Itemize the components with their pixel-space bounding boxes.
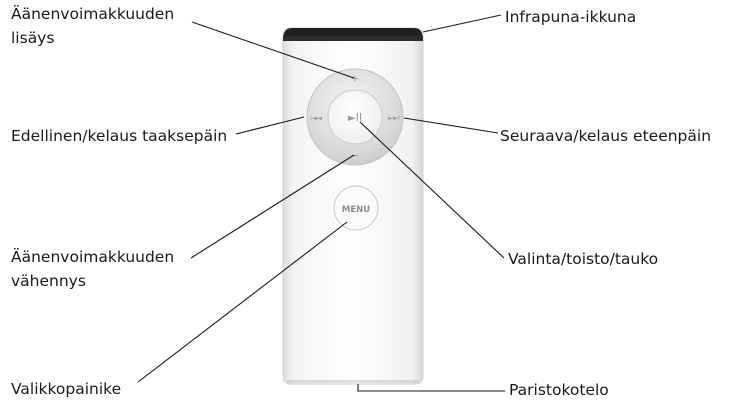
label-next: Seuraava/kelaus eteenpäin <box>500 124 711 148</box>
leader-previous <box>235 116 305 135</box>
menu-button[interactable] <box>333 185 379 231</box>
label-next-text: Seuraava/kelaus eteenpäin <box>500 127 712 145</box>
minus-icon: − <box>350 149 359 162</box>
label-volume-up-line2: lisäys <box>11 29 55 47</box>
label-menu-button-text: Valikkopainike <box>11 380 122 398</box>
leader-menu <box>137 221 348 383</box>
play-pause-icon: ►II <box>348 112 362 124</box>
label-volume-down: Äänenvoimakkuuden vähennys <box>11 245 174 293</box>
leader-lines <box>137 14 505 392</box>
label-infrared: Infrapuna-ikkuna <box>505 5 636 29</box>
label-infrared-text: Infrapuna-ikkuna <box>505 8 637 26</box>
label-volume-down-line2: vähennys <box>11 272 86 290</box>
leader-infrared <box>422 14 502 33</box>
label-select-play: Valinta/toisto/tauko <box>508 247 658 271</box>
leader-next <box>403 117 499 134</box>
label-previous: Edellinen/kelaus taaksepäin <box>11 124 227 148</box>
label-menu-button: Valikkopainike <box>11 377 121 401</box>
previous-icon: I◄◄ <box>310 114 322 122</box>
leader-select-play <box>359 121 505 259</box>
leader-battery <box>357 384 505 392</box>
label-battery-text: Paristokotelo <box>509 381 609 399</box>
infrared-window <box>283 28 423 41</box>
label-volume-up-line1: Äänenvoimakkuuden <box>11 5 175 23</box>
menu-button-label: MENU <box>342 205 370 215</box>
label-select-play-text: Valinta/toisto/tauko <box>508 250 659 268</box>
next-icon: ►►I <box>388 114 400 122</box>
label-volume-down-line1: Äänenvoimakkuuden <box>11 248 175 266</box>
label-previous-text: Edellinen/kelaus taaksepäin <box>11 127 228 145</box>
leader-volume-up <box>191 21 355 79</box>
plus-icon: + <box>350 72 359 85</box>
label-volume-up: Äänenvoimakkuuden lisäys <box>11 2 174 50</box>
leader-volume-down <box>190 154 355 259</box>
label-battery: Paristokotelo <box>509 378 609 402</box>
